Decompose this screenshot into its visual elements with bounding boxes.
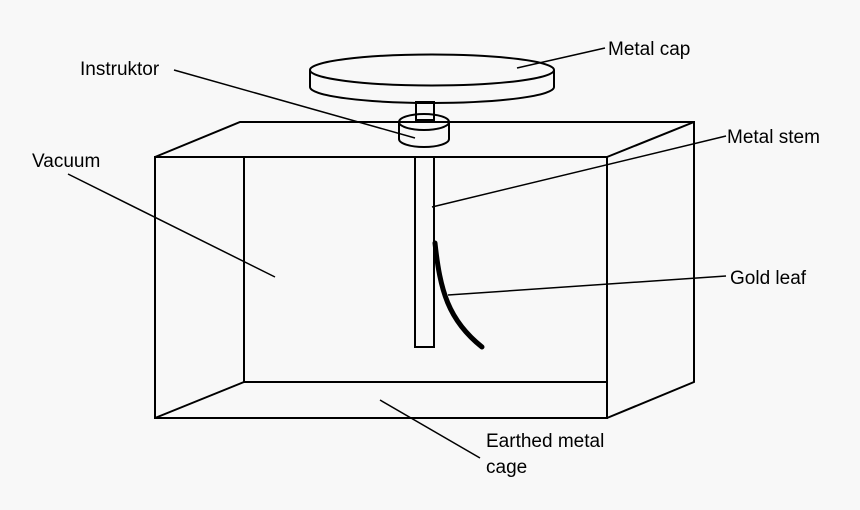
cage-edge xyxy=(606,121,695,158)
cap-neck xyxy=(415,101,435,121)
label-earthed-line2: cage xyxy=(486,457,527,478)
leader-gold-leaf xyxy=(447,275,727,296)
instruktor-cylinder xyxy=(398,113,450,148)
gold-leaf xyxy=(432,240,485,350)
leader-instruktor xyxy=(173,69,416,139)
leader-metal-cap xyxy=(516,47,606,69)
cage-box xyxy=(154,121,695,419)
label-metal-cap: Metal cap xyxy=(608,39,690,60)
label-earthed-line1: Earthed metal xyxy=(486,431,604,452)
leader-vacuum xyxy=(67,173,276,278)
leader-metal-stem xyxy=(431,135,727,208)
label-instruktor: Instruktor xyxy=(80,59,160,80)
cage-front-face xyxy=(154,156,608,419)
metal-stem xyxy=(414,156,435,348)
metal-cap xyxy=(309,53,555,104)
cage-top-right-edges xyxy=(154,121,695,419)
label-gold-leaf: Gold leaf xyxy=(730,268,807,289)
leader-lines xyxy=(67,47,727,459)
cage-edge xyxy=(154,381,245,419)
label-metal-stem: Metal stem xyxy=(727,127,820,148)
leader-earthed-cage xyxy=(379,399,481,459)
label-vacuum: Vacuum xyxy=(32,151,100,172)
